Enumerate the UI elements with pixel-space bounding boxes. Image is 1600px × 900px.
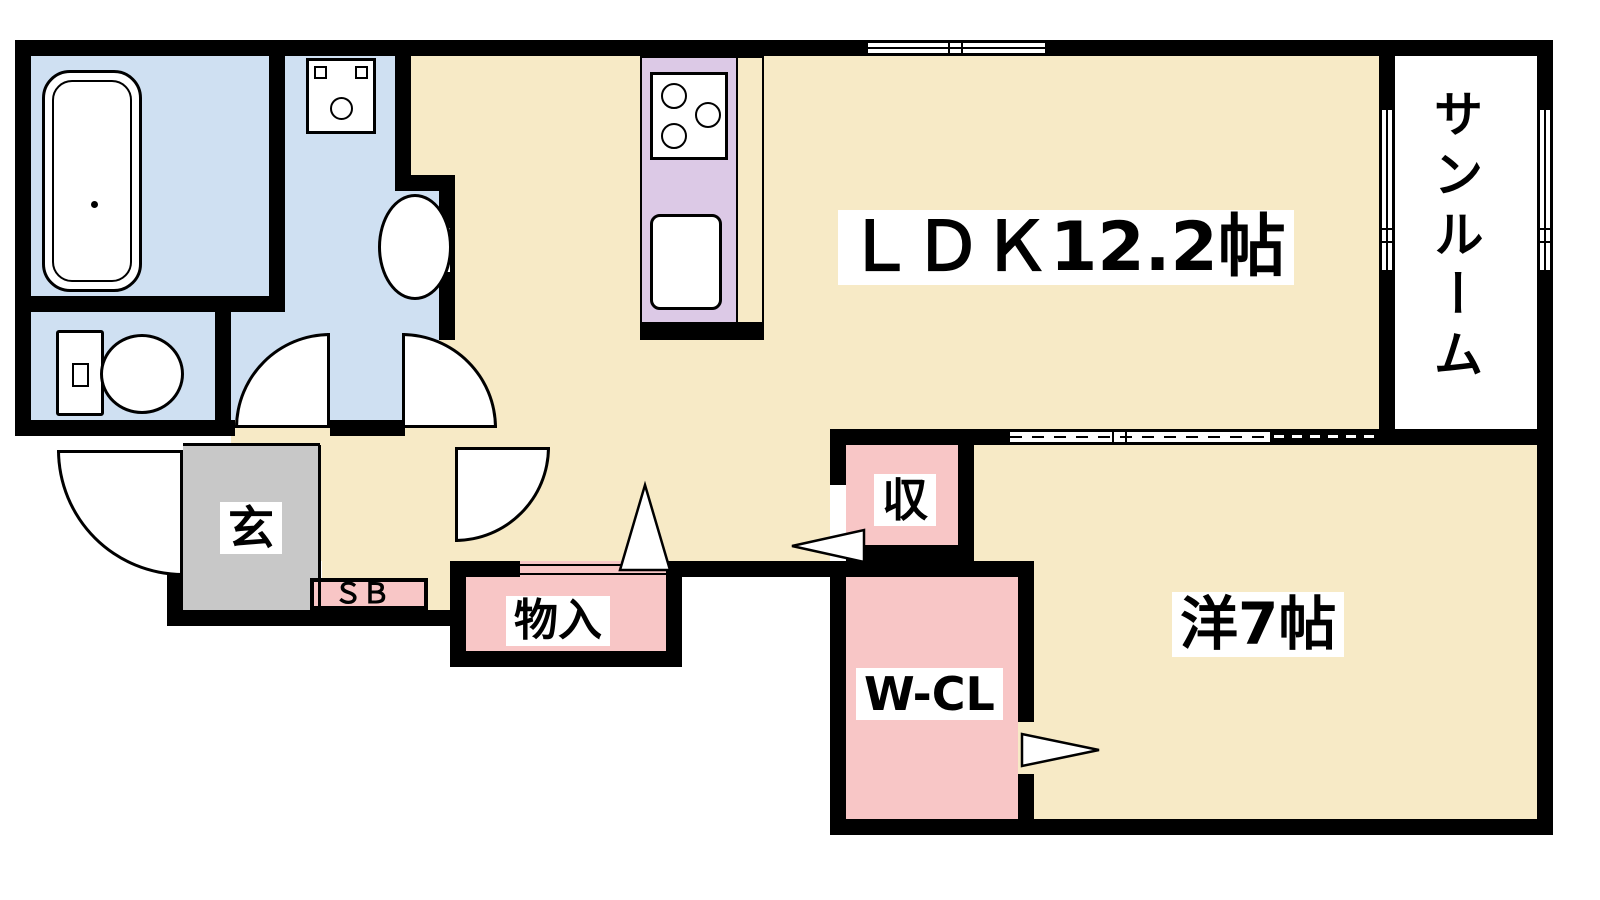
door-triangle-wcl-icon — [1020, 732, 1100, 768]
wall-shu-bottom — [846, 545, 974, 561]
sliding-door-line-1 — [520, 564, 666, 566]
entrance-label: 玄 — [220, 502, 282, 555]
shoe-box-label: ＳＢ — [334, 577, 391, 610]
wall-monoire-left — [450, 561, 466, 667]
wall-wcl-right-lower — [1018, 774, 1034, 835]
wall-washroom-bottom — [330, 420, 405, 436]
window-ldk-sunroom-icon — [1379, 110, 1395, 270]
window-sunroom-right-icon — [1537, 110, 1553, 270]
door-swing-entrance-icon — [57, 450, 183, 576]
window-top-icon — [868, 40, 1045, 56]
wall-entry-bottom — [167, 610, 450, 626]
wall-toilet-bottom — [15, 420, 235, 436]
closet-label: 収 — [874, 474, 936, 527]
wall-left — [15, 40, 31, 436]
storage-label: 物入 — [506, 596, 610, 647]
stove-icon — [650, 72, 728, 160]
wall-ldk-sunroom-lower — [1379, 270, 1395, 429]
wall-western-top-right — [1270, 429, 1553, 445]
wall-western-left-upper — [830, 429, 846, 485]
wall-entry-left — [167, 560, 183, 626]
shoe-box — [310, 578, 428, 610]
wall-shu-right — [958, 429, 974, 561]
counter-edge — [736, 58, 762, 336]
wall-wcl-right-upper — [1018, 561, 1034, 722]
wall-washroom-jog-v — [395, 40, 411, 190]
door-triangle-western-icon — [791, 528, 866, 564]
wall-wcl-top — [846, 561, 1034, 577]
toilet-tank-icon — [56, 330, 104, 416]
genkan-step-line-right — [318, 445, 321, 610]
window-ldk-western-icon — [1010, 429, 1270, 445]
sunroom — [1395, 56, 1537, 429]
wall-monoire-topleft — [450, 561, 520, 577]
genkan-step-line-top — [183, 443, 320, 446]
washer-pan-icon — [306, 58, 376, 134]
dashed-line — [1274, 435, 1376, 438]
ldk-label: ＬＤＫ12.2帖 — [838, 210, 1294, 286]
wall-kitchen-bottom — [640, 322, 764, 340]
wall-monoire-right — [666, 561, 682, 667]
wcl-label: W-CL — [856, 668, 1003, 721]
sunroom-label: サンルーム — [1425, 88, 1484, 388]
wall-western-left-lower — [830, 561, 846, 835]
wall-toilet-right — [215, 296, 231, 436]
toilet-bowl-icon — [100, 334, 184, 414]
wall-top — [15, 40, 1553, 56]
wall-bath-wash-divider — [269, 40, 285, 296]
bathtub-icon — [42, 70, 142, 292]
wall-corridor-bottom — [680, 561, 830, 577]
wall-bath-bottom — [15, 296, 285, 312]
wall-ldk-sunroom-upper — [1379, 56, 1395, 110]
wall-western-top-left — [846, 429, 1010, 445]
wall-monoire-bottom — [450, 651, 682, 667]
door-triangle-monoire-icon — [618, 480, 672, 572]
kitchen-sink-icon — [650, 214, 722, 310]
wash-basin-icon — [378, 194, 452, 300]
western-room-label: 洋7帖 — [1172, 592, 1345, 657]
wall-bottom — [830, 819, 1553, 835]
sliding-door-line-2 — [520, 573, 666, 575]
